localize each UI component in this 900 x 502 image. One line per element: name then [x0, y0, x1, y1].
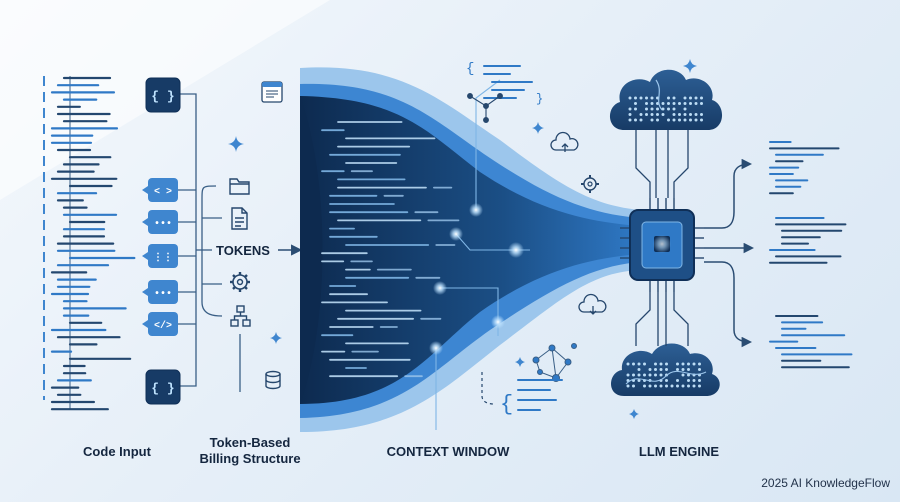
svg-text:•••: ••• [154, 289, 172, 300]
svg-text:</>: </> [154, 320, 172, 332]
output-arrows [704, 158, 755, 348]
chip-to-cloud-lines-bottom [635, 292, 689, 346]
document-icon [231, 207, 248, 230]
billing-label-line-2: Billing Structure [199, 451, 301, 466]
braces-icon: { } [145, 369, 181, 405]
svg-text:{ }: { } [151, 89, 174, 104]
floating-code-snippet-bottom [517, 379, 563, 411]
dots-icon: ••• [142, 210, 178, 234]
brace-glyph: { [500, 392, 513, 417]
network-graph-icon [532, 343, 577, 382]
llm-engine-label: LLM ENGINE [638, 444, 720, 459]
brace-glyph: } [536, 92, 543, 106]
gear-icon [581, 175, 599, 193]
sparkle-icon [683, 59, 697, 73]
processor-chip-icon [620, 198, 704, 292]
sparkle-icon [515, 357, 525, 367]
billing-label-line-1: Token-Based [209, 435, 291, 450]
billing-structure-label: Token-Based Billing Structure [180, 435, 320, 467]
input-connectors [178, 93, 197, 387]
cloud-to-chip-lines-top [635, 130, 689, 198]
sparkle-icon [270, 332, 282, 344]
floating-code-snippet-top [483, 65, 533, 99]
folder-icon [229, 178, 250, 195]
network-graph-icon-top [467, 93, 503, 123]
sparkle-icon [228, 136, 244, 152]
svg-text:{ }: { } [151, 381, 174, 396]
glow-dots [429, 203, 524, 355]
code-input-boxes: { } < > ••• ⋮⋮ ••• </> { } [142, 77, 181, 405]
sparkle-icon [532, 122, 544, 134]
watermark-text: 2025 AI KnowledgeFlow [761, 476, 890, 490]
billing-connectors [196, 185, 241, 392]
neural-cloud-top-icon [609, 69, 723, 130]
neural-cloud-bottom-icon [611, 343, 720, 396]
tokens-label: TOKENS [216, 243, 270, 258]
context-window-code-lines [321, 121, 460, 378]
brace-glyph: { [466, 61, 474, 77]
svg-text:< >: < > [154, 187, 172, 198]
database-icon [265, 370, 281, 390]
sparkle-icon [629, 409, 639, 419]
dashed-connector [481, 372, 495, 405]
hierarchy-icon [230, 305, 251, 327]
code-input-lines [43, 76, 136, 411]
cloud-download-icon [578, 293, 607, 315]
gear-icon [230, 272, 250, 292]
svg-text:⋮⋮: ⋮⋮ [153, 252, 173, 264]
context-window-label: CONTEXT WINDOW [386, 444, 510, 459]
code-slash-icon: </> [142, 312, 178, 336]
cloud-upload-icon [550, 131, 579, 152]
svg-text:•••: ••• [154, 219, 172, 230]
braces-icon: { } [145, 77, 181, 113]
code-icon: < > [142, 178, 178, 202]
notepad-icon [261, 81, 283, 103]
grid-icon: ⋮⋮ [142, 244, 178, 268]
dots-icon: ••• [142, 280, 178, 304]
code-input-label: Code Input [83, 444, 151, 459]
output-code-lines [769, 141, 853, 369]
